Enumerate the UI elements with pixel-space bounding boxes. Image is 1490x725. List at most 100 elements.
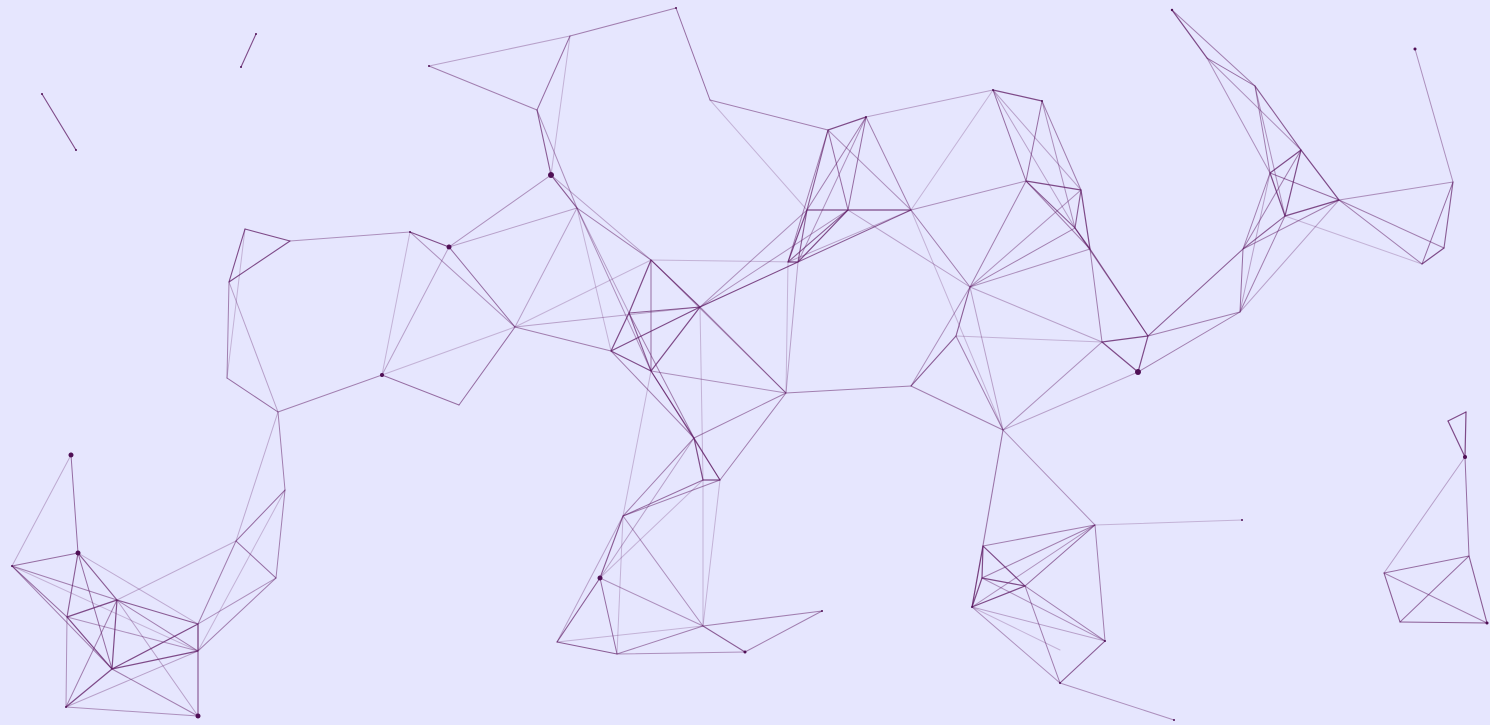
network-edge — [622, 437, 695, 517]
network-edge — [1239, 172, 1271, 313]
network-node — [446, 244, 452, 250]
network-edge — [11, 565, 199, 652]
network-edge — [1024, 585, 1106, 642]
network-edge — [628, 312, 695, 439]
network-edge — [116, 599, 199, 717]
network-edge — [1041, 100, 1076, 229]
network-edge — [981, 577, 1106, 642]
network-edge — [1269, 172, 1286, 217]
network-edge — [699, 306, 704, 481]
network-edge — [785, 385, 912, 394]
network-edge — [699, 261, 799, 308]
network-edge — [1101, 335, 1149, 343]
network-edge — [992, 89, 1076, 229]
network-edge — [1447, 411, 1467, 422]
network-edge — [1421, 181, 1454, 265]
network-node — [195, 713, 201, 719]
network-node — [1413, 47, 1417, 51]
network-edge — [550, 174, 578, 209]
network-node — [1485, 621, 1489, 625]
network-node — [992, 89, 994, 91]
network-edge — [1383, 572, 1488, 624]
network-edge — [240, 33, 257, 68]
network-edge — [11, 565, 113, 670]
network-edge — [1300, 149, 1340, 201]
network-edge — [982, 545, 1026, 587]
network-edge — [536, 109, 552, 176]
network-edge — [610, 350, 695, 439]
network-edge — [235, 489, 286, 542]
network-node — [597, 575, 603, 581]
network-edge — [11, 454, 72, 567]
network-edge — [576, 207, 612, 352]
network-edge — [1242, 215, 1286, 250]
network-edge — [381, 231, 411, 376]
network-node — [821, 610, 823, 612]
network-edge — [1399, 621, 1488, 624]
network-edge — [719, 392, 787, 481]
network-edge — [1242, 199, 1340, 250]
network-edge — [228, 228, 246, 283]
network-edge — [1464, 456, 1470, 557]
network-edge — [992, 89, 1043, 102]
network-edge — [709, 99, 808, 211]
network-edge — [1025, 180, 1076, 229]
network-edge — [650, 259, 799, 263]
network-edge — [622, 479, 704, 517]
network-edge — [910, 209, 1004, 431]
network-edge — [693, 437, 721, 481]
network-node — [428, 65, 430, 67]
network-edge — [797, 209, 849, 263]
network-edge — [556, 577, 601, 643]
network-node — [41, 93, 43, 95]
network-edge — [628, 312, 652, 372]
network-edge — [1147, 248, 1244, 337]
network-edge — [699, 209, 849, 308]
network-edge — [797, 116, 867, 263]
network-edge — [1002, 341, 1103, 431]
network-node — [1463, 455, 1467, 459]
network-node — [68, 452, 74, 458]
network-edge — [699, 306, 787, 394]
network-edge — [699, 209, 808, 308]
network-edge — [616, 515, 624, 655]
network-edge — [381, 374, 460, 406]
network-edge — [628, 259, 652, 314]
network-edge — [622, 515, 704, 627]
network-edge — [787, 209, 849, 263]
network-edge — [70, 454, 79, 554]
network-edge — [197, 489, 286, 652]
network-edge — [11, 565, 68, 618]
network-node — [548, 172, 554, 178]
network-edge — [428, 65, 538, 111]
network-edge — [226, 281, 230, 379]
network-edge — [1002, 371, 1139, 431]
network-edge — [797, 209, 912, 263]
network-edge — [197, 577, 277, 652]
network-edge — [969, 248, 1091, 288]
network-edge — [1074, 189, 1082, 229]
network-node — [743, 650, 747, 654]
network-node — [1104, 640, 1106, 642]
network-node — [65, 706, 67, 708]
network-edge — [610, 350, 652, 372]
network-edge — [650, 370, 787, 394]
network-edge — [381, 246, 450, 376]
network-node — [1241, 519, 1243, 521]
network-edge — [111, 623, 199, 670]
network-edge — [228, 281, 279, 413]
network-edge — [1002, 429, 1096, 526]
network-edge — [971, 606, 1061, 651]
network-edge — [65, 650, 199, 708]
network-edge — [599, 577, 618, 655]
network-edge — [675, 7, 711, 101]
network-edge — [969, 227, 1076, 288]
network-edge — [1147, 311, 1241, 337]
network-edge — [448, 246, 516, 328]
network-edge — [1080, 189, 1091, 250]
network-edge — [1024, 524, 1096, 587]
network-edge — [111, 668, 199, 717]
network-node — [380, 373, 384, 377]
network-edge — [982, 429, 1004, 547]
